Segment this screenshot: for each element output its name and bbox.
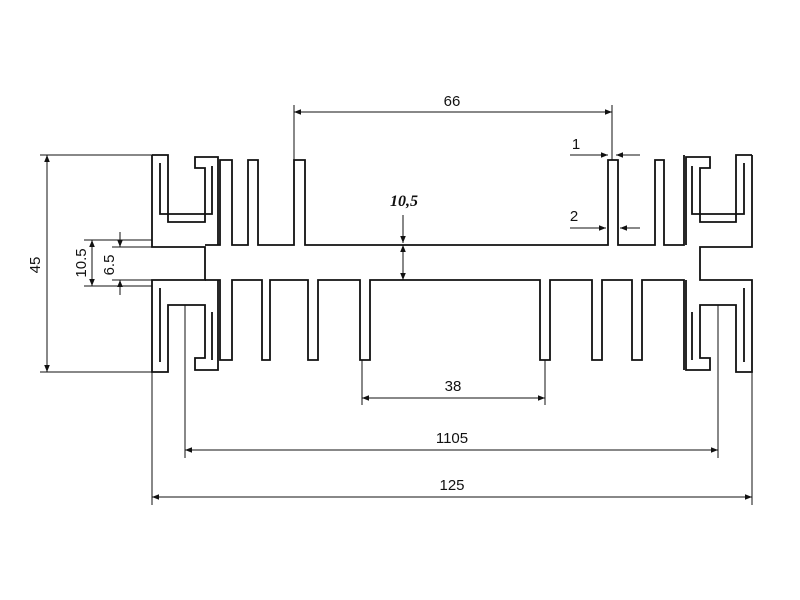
dimension-lines	[40, 105, 753, 505]
label-2: 2	[570, 208, 578, 225]
label-45: 45	[27, 257, 44, 274]
right-rail	[685, 154, 753, 373]
label-10-5: 10.5	[73, 248, 90, 277]
label-1105: 1105	[436, 430, 468, 447]
right-rail-inner	[691, 163, 745, 215]
label-66: 66	[444, 93, 461, 110]
right-rail-lower-inner	[691, 288, 745, 362]
dimension-labels: 66 1 2 10,5 45 10.5 6.5 38 1105 125	[27, 93, 580, 494]
base-plate	[205, 155, 685, 370]
profile-outline	[151, 154, 753, 373]
label-1: 1	[572, 136, 580, 153]
left-rail-lower-inner	[159, 288, 213, 362]
label-38: 38	[445, 378, 462, 395]
left-rail-inner	[159, 163, 213, 215]
label-base-thickness: 10,5	[390, 193, 418, 210]
label-6-5: 6.5	[101, 255, 118, 276]
left-rail	[151, 154, 219, 373]
label-125: 125	[439, 477, 464, 494]
